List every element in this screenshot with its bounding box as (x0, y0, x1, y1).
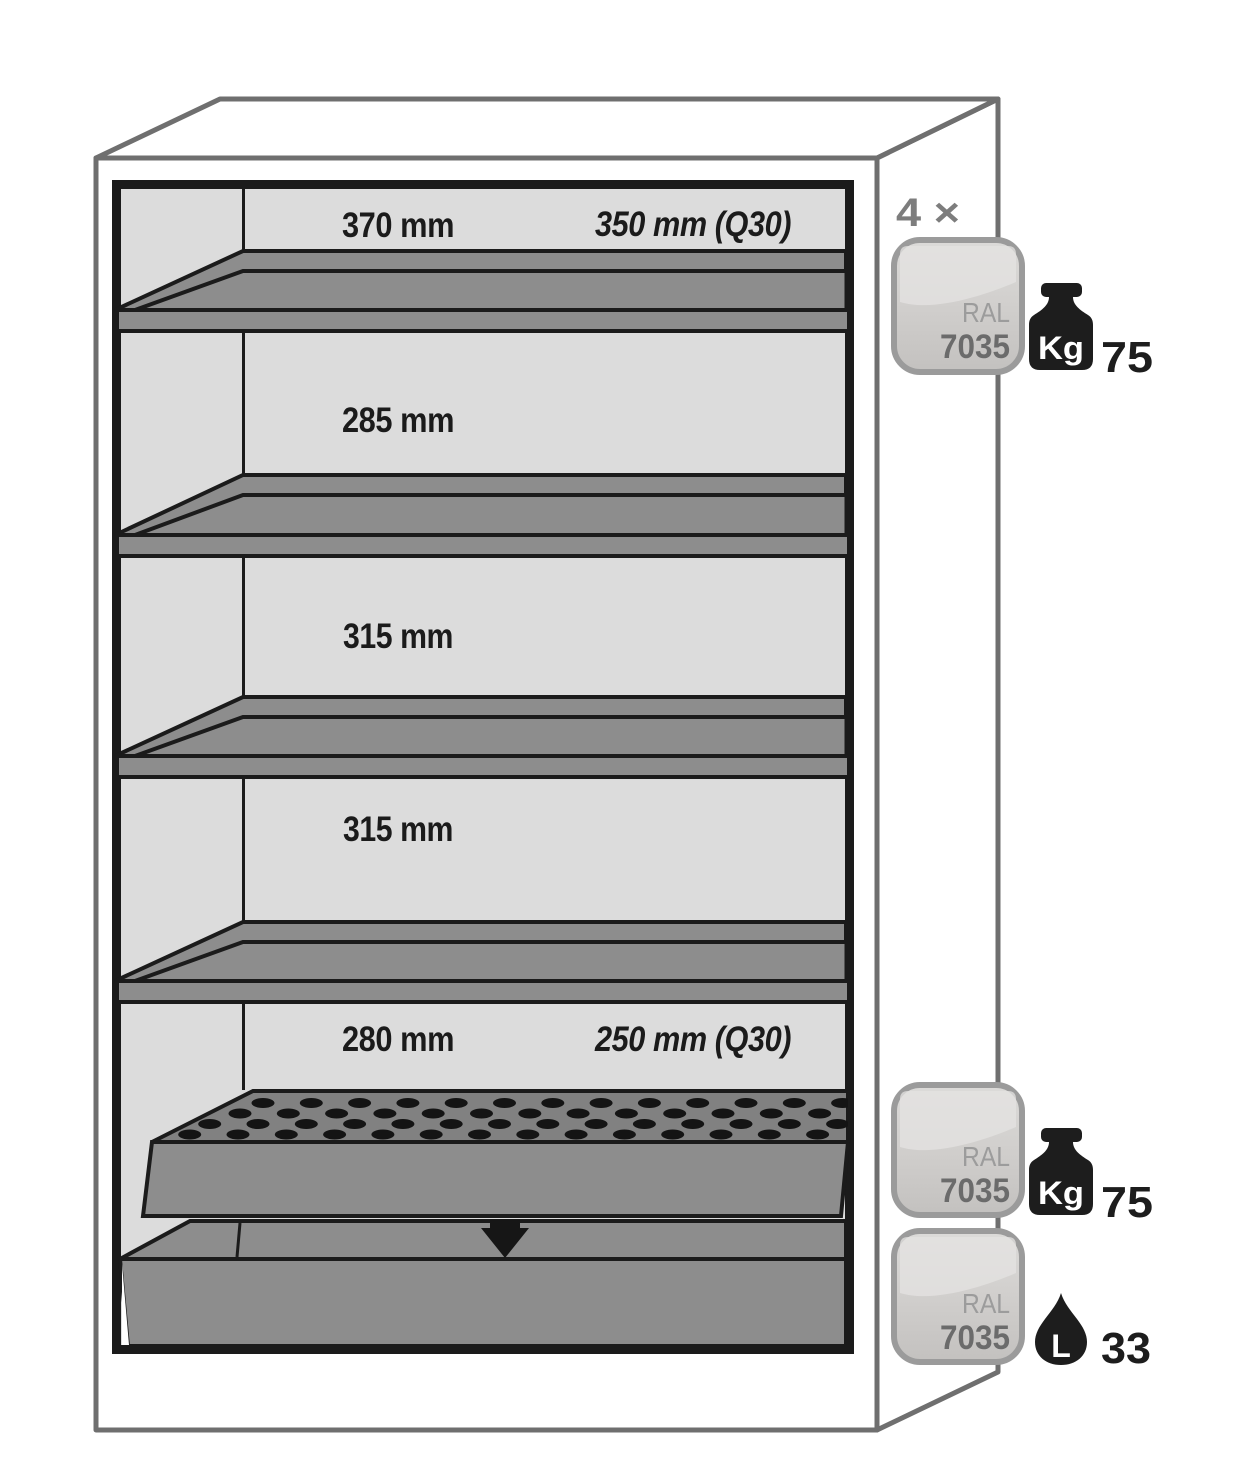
insert-front-face (140, 1140, 851, 1218)
dimension-label-5: 280 mm (342, 1020, 454, 1059)
weight-kg-icon: Kg (1029, 1128, 1093, 1215)
shelf-1 (114, 249, 851, 333)
multiplier-label: 4 × (896, 191, 960, 235)
dimension-label-3: 315 mm (343, 617, 453, 656)
weight-kg-icon: Kg (1029, 283, 1093, 370)
shelf-4 (114, 920, 851, 1004)
sump-left-gap (122, 1264, 129, 1345)
ral-code-text: 7035 (940, 1319, 1010, 1357)
dimension-label-1-q30: 350 mm (Q30) (595, 205, 791, 244)
weight-value-2: 75 (1101, 1178, 1153, 1227)
dimension-label-1: 370 mm (342, 206, 454, 245)
ral-badge-3: RAL 7035 (891, 1228, 1025, 1365)
dimension-label-2: 285 mm (342, 401, 454, 440)
ral-text: RAL (962, 1288, 1010, 1319)
sump-front-face (117, 1257, 848, 1348)
kg-unit-label: Kg (1038, 330, 1084, 366)
perforated-insert (140, 1089, 851, 1218)
cabinet-top-face (93, 96, 1001, 161)
dimension-label-4: 315 mm (343, 810, 453, 849)
liter-unit-label: L (1051, 1328, 1071, 1364)
down-arrow-icon (481, 1219, 529, 1258)
compartment-labels: 370 mm 350 mm (Q30) 285 mm 315 mm 315 mm… (342, 205, 792, 1059)
weight-value-1: 75 (1101, 333, 1153, 382)
ral-code-text: 7035 (940, 328, 1010, 366)
liter-value: 33 (1101, 1324, 1151, 1373)
sump-top-face (119, 1219, 848, 1261)
perforation-holes (152, 1098, 848, 1140)
dimension-label-5-q30: 250 mm (Q30) (594, 1020, 791, 1059)
shelf-2 (114, 473, 851, 558)
ral-code-text: 7035 (940, 1172, 1010, 1210)
kg-unit-label: Kg (1038, 1175, 1084, 1211)
shelf-3 (114, 695, 851, 779)
ral-text: RAL (962, 1141, 1010, 1172)
ral-badge-2: RAL 7035 (891, 1082, 1025, 1218)
sump-corner-line (235, 1222, 242, 1258)
sump-tray (117, 1219, 848, 1348)
liter-drop-icon: L (1035, 1293, 1087, 1365)
ral-badge-1: RAL 7035 (891, 237, 1025, 375)
ral-text: RAL (962, 297, 1010, 328)
